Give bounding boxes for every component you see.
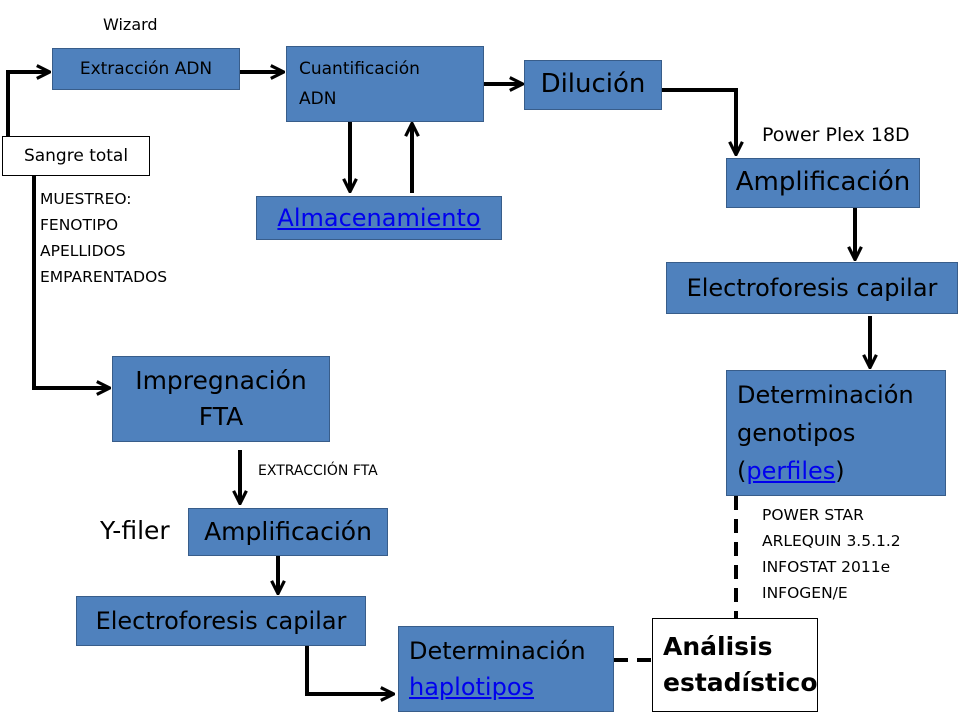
perfiles-link[interactable]: perfiles <box>746 457 836 485</box>
node-dilucion: Dilución <box>524 60 662 110</box>
node-label: Amplificación <box>204 517 372 547</box>
muestreo-label: MUESTREO: FENOTIPO APELLIDOS EMPARENTADO… <box>40 186 167 290</box>
arrow-electroforesis-to-haplotipos <box>305 646 392 694</box>
extraccion-fta-label: EXTRACCIÓN FTA <box>258 463 378 479</box>
software-line: INFOGEN/E <box>762 584 848 602</box>
node-determinacion-genotipos: Determinación genotipos (perfiles) <box>726 370 946 496</box>
node-impregnacion-fta: Impregnación FTA <box>112 356 330 442</box>
node-label: Extracción ADN <box>79 58 213 79</box>
node-amplificacion-left: Amplificación <box>188 508 388 556</box>
node-label: genotipos <box>737 419 856 447</box>
node-label: Electroforesis capilar <box>686 273 938 302</box>
node-label: Determinación <box>737 381 914 409</box>
muestreo-line: EMPARENTADOS <box>40 268 168 286</box>
node-cuantificacion-adn: Cuantificación ADN <box>286 46 484 122</box>
yfiler-label: Y-filer <box>100 516 170 545</box>
muestreo-line: FENOTIPO <box>40 216 119 234</box>
node-label: FTA <box>198 402 244 431</box>
node-almacenamiento[interactable]: Almacenamiento <box>256 196 502 240</box>
muestreo-line: APELLIDOS <box>40 242 126 260</box>
arrow-sangre-to-impregnacion <box>32 175 108 388</box>
node-analisis-estadistico: Análisis estadístico <box>652 618 818 712</box>
node-label: estadístico <box>663 668 818 697</box>
muestreo-line: MUESTREO: <box>40 190 132 208</box>
node-electroforesis-left: Electroforesis capilar <box>76 596 366 646</box>
node-label: Análisis <box>663 632 773 661</box>
node-label: Cuantificación <box>299 59 420 79</box>
node-label: Amplificación <box>735 167 911 198</box>
node-amplificacion-right: Amplificación <box>726 158 920 208</box>
node-sangre-total: Sangre total <box>2 136 150 176</box>
software-line: POWER STAR <box>762 506 864 524</box>
node-label: Sangre total <box>23 145 129 166</box>
paren-close: ) <box>835 457 845 485</box>
paren-open: ( <box>737 457 747 485</box>
node-electroforesis-right: Electroforesis capilar <box>666 262 958 314</box>
arrow-dilucion-to-amplificacion <box>662 88 736 153</box>
wizard-label: Wizard <box>103 15 158 34</box>
software-line: INFOSTAT 2011e <box>762 558 891 576</box>
node-determinacion-haplotipos: Determinación haplotipos <box>398 626 614 712</box>
node-label: Electroforesis capilar <box>95 606 347 635</box>
node-label: Determinación <box>409 637 586 665</box>
arrow-sangre-to-extraccion <box>6 72 48 138</box>
software-line: ARLEQUIN 3.5.1.2 <box>762 532 901 550</box>
power-plex-label: Power Plex 18D <box>762 124 910 146</box>
haplotipos-link[interactable]: haplotipos <box>409 673 535 701</box>
node-label: Dilución <box>540 69 646 100</box>
node-extraccion-adn: Extracción ADN <box>52 48 240 90</box>
software-label: POWER STAR ARLEQUIN 3.5.1.2 INFOSTAT 201… <box>762 502 901 606</box>
almacenamiento-link[interactable]: Almacenamiento <box>277 203 481 232</box>
node-label: Impregnación <box>135 366 307 395</box>
node-label: ADN <box>299 89 337 109</box>
